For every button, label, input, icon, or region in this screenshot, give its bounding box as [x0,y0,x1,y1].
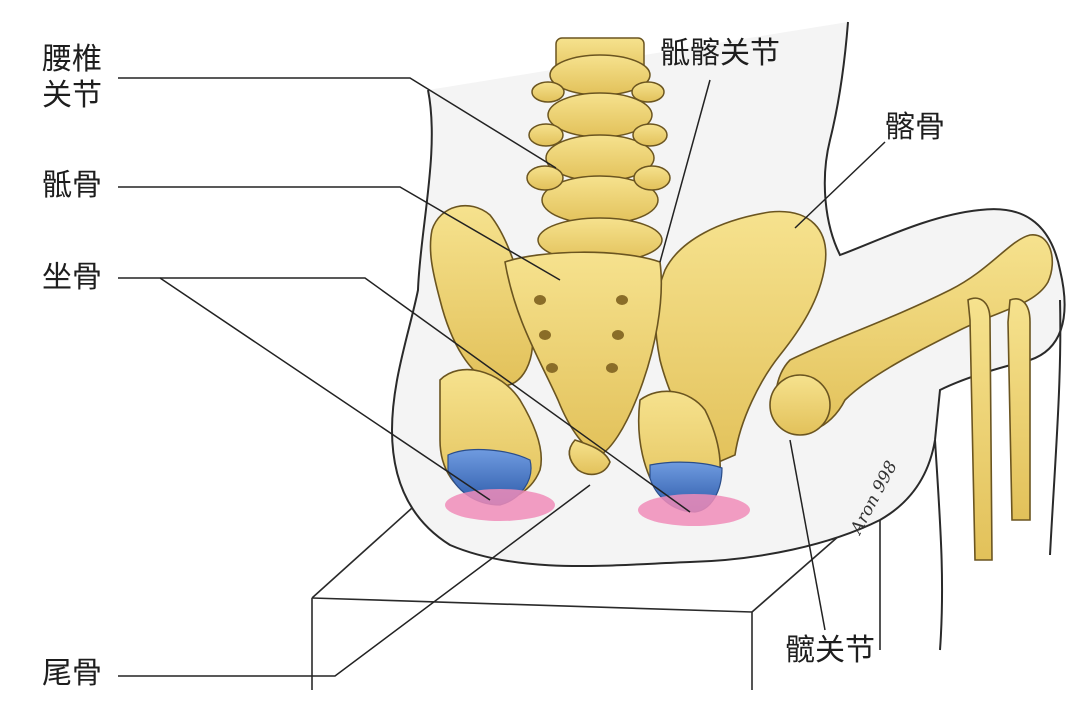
label-lumbar-joint: 腰椎 关节 [42,42,102,113]
label-sacroiliac-joint: 骶髂关节 [660,36,780,71]
label-ilium: 髂骨 [885,110,945,145]
label-hip-joint: 髋关节 [785,633,875,668]
label-ischium: 坐骨 [42,260,102,295]
leg-outline [934,299,1062,651]
lumbar-spine [526,37,671,263]
pressure-zones [445,489,750,526]
label-sacrum: 骶骨 [42,168,102,203]
leader-lines [118,77,886,677]
sacral-foramina [534,295,628,373]
seat-block [311,499,881,690]
label-coccyx: 尾骨 [42,656,102,691]
